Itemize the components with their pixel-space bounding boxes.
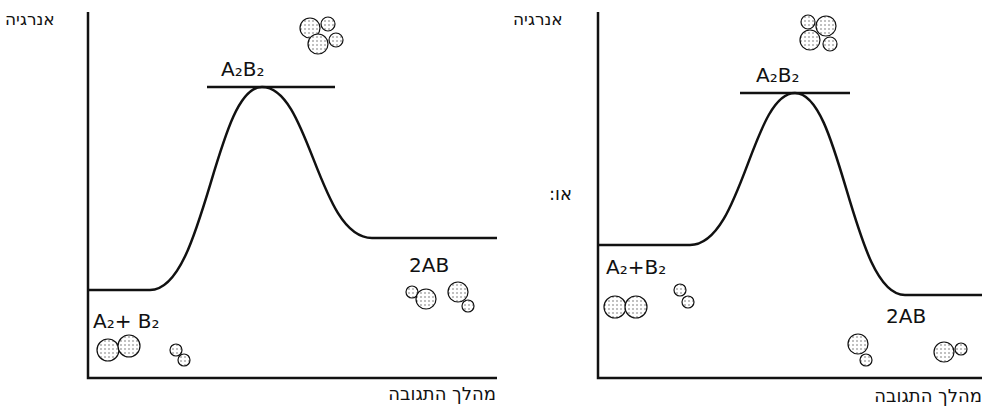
energy-curve — [88, 87, 497, 290]
state-label: 2AB — [885, 305, 927, 327]
axis-label: אנרגיה — [512, 10, 564, 29]
axes — [598, 12, 982, 378]
axes — [88, 12, 497, 378]
axis-label: אנרגיה — [4, 10, 56, 29]
axis-label: מהלך התגובה — [873, 386, 983, 406]
state-label: A₂B₂ — [755, 64, 800, 86]
transition-level — [207, 86, 335, 89]
transition-level — [740, 92, 850, 95]
state-label: 2AB — [408, 254, 450, 276]
axis-label: מהלך התגובה — [387, 384, 497, 404]
state-label: A₂B₂ — [220, 58, 265, 80]
state-label: A₂+ B₂ — [92, 310, 161, 332]
molecules — [97, 15, 967, 366]
separator-text: או: — [548, 184, 573, 204]
energy-curve — [598, 93, 982, 295]
state-label: A₂+B₂ — [605, 256, 667, 278]
